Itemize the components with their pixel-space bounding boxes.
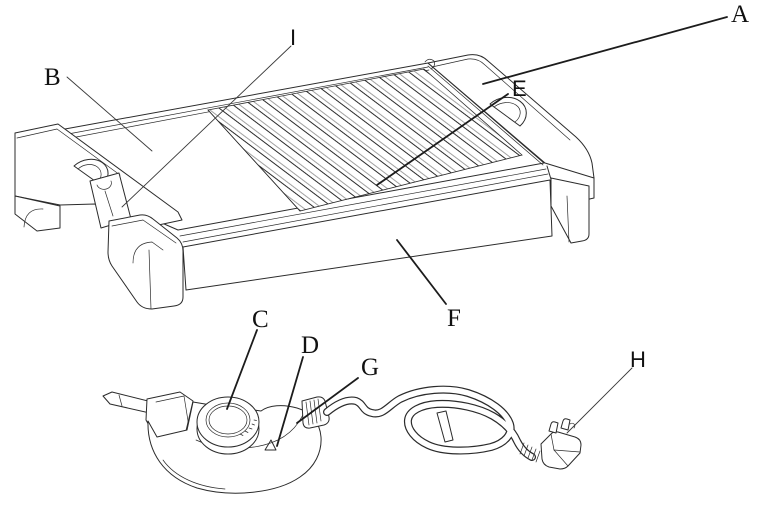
leader-line-c (226, 329, 258, 410)
thermostat-control (102, 391, 330, 494)
part-label-h: H (630, 347, 646, 372)
part-label-e: E (512, 76, 527, 101)
handle-cutout-right (489, 96, 527, 127)
grill-ribs-area (207, 68, 523, 212)
part-label-a: A (731, 1, 749, 28)
leader-line-e (376, 93, 509, 186)
power-plug (540, 418, 582, 470)
cable-tie (436, 410, 454, 443)
part-label-b: B (44, 64, 61, 91)
right-end-cap (424, 54, 595, 244)
part-label-i: I (290, 25, 296, 50)
base-front (182, 179, 553, 291)
left-front-foot (107, 214, 184, 310)
knob-tick-marks (239, 419, 257, 436)
leader-line-b (66, 76, 153, 152)
leader-lines (66, 16, 728, 447)
right-foot (550, 177, 590, 244)
leader-line-g (296, 377, 359, 424)
leader-line-i (121, 45, 292, 208)
leader-line-a (482, 16, 728, 85)
part-labels: A B I E F C D G H (44, 1, 749, 381)
part-label-g: G (361, 354, 379, 381)
leader-line-f (396, 239, 447, 305)
left-rear-foot (14, 195, 61, 232)
power-cord (323, 385, 582, 470)
plug-pins (548, 418, 576, 434)
grill-top-assembly (14, 54, 595, 310)
temperature-knob (196, 396, 260, 455)
plug-strain-ribs (519, 442, 541, 463)
left-end-cap (14, 123, 184, 310)
part-label-f: F (447, 305, 461, 332)
leader-line-h (566, 367, 633, 434)
leader-line-d (276, 356, 304, 447)
part-label-d: D (301, 332, 319, 359)
part-label-c: C (252, 306, 269, 333)
indicator-mark (264, 439, 277, 451)
